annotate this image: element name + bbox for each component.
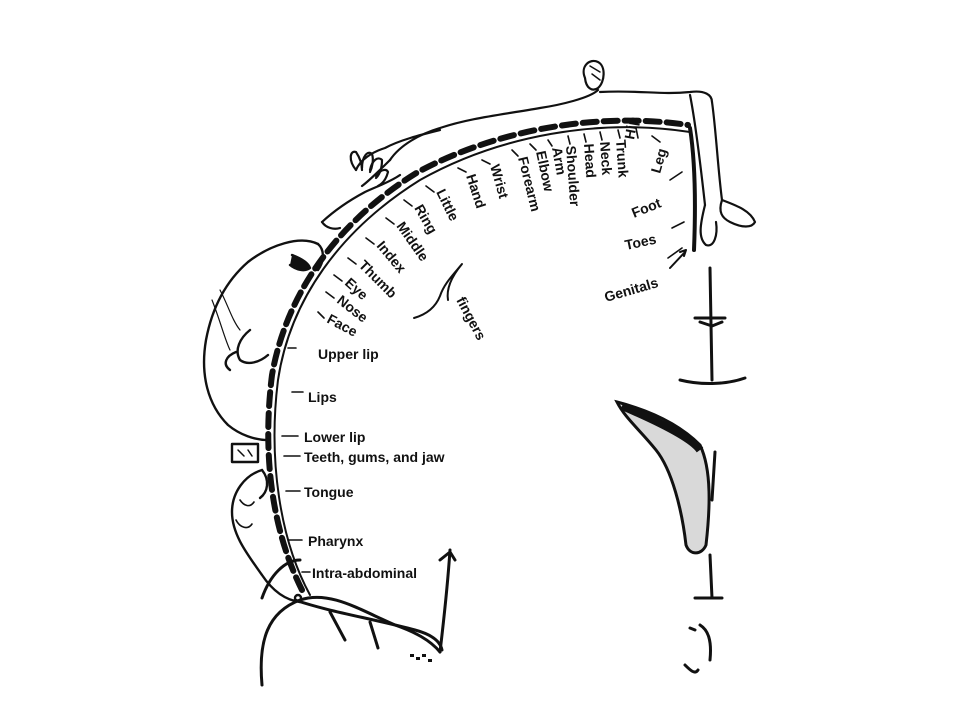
label-teeth: Teeth, gums, and jaw bbox=[304, 449, 445, 465]
label-hip: Hip bbox=[621, 116, 641, 141]
label-toes: Toes bbox=[623, 231, 657, 253]
label-trunk: Trunk bbox=[613, 139, 632, 178]
label-foot: Foot bbox=[629, 194, 663, 220]
label-lower-lip: Lower lip bbox=[304, 429, 365, 445]
label-intra-abdominal: Intra-abdominal bbox=[312, 565, 417, 581]
label-arm: Arm bbox=[549, 146, 570, 176]
label-wrist: Wrist bbox=[487, 162, 512, 200]
genitals-arrow bbox=[669, 249, 687, 269]
label-head: Head bbox=[581, 143, 599, 178]
cortical-strip bbox=[265, 117, 697, 596]
cortex-outline bbox=[259, 548, 457, 687]
label-genitals: Genitals bbox=[602, 274, 660, 305]
homunculus-tongue bbox=[230, 468, 303, 604]
label-pharynx: Pharynx bbox=[308, 533, 363, 549]
fingers-bracket bbox=[413, 263, 463, 319]
label-lips: Lips bbox=[308, 389, 337, 405]
label-upper-lip: Upper lip bbox=[318, 346, 379, 362]
label-shoulder: Shoulder bbox=[563, 145, 583, 207]
homunculus-face bbox=[202, 239, 325, 464]
label-leg: Leg bbox=[648, 146, 670, 174]
left-labels: Upper lip Lips Lower lip Teeth, gums, an… bbox=[304, 346, 445, 581]
label-ticks bbox=[281, 127, 685, 573]
label-tongue: Tongue bbox=[304, 484, 354, 500]
label-neck: Neck bbox=[597, 141, 615, 176]
label-fingers: fingers bbox=[453, 294, 489, 343]
fissure-marks bbox=[410, 654, 432, 662]
label-hand: Hand bbox=[463, 172, 489, 210]
homunculus-body bbox=[320, 59, 757, 247]
ventricle bbox=[614, 399, 711, 555]
radial-labels: Face Nose Eye Thumb Index Middle Ring Li… bbox=[325, 116, 670, 343]
medial-column bbox=[678, 266, 747, 674]
label-little: Little bbox=[433, 186, 462, 223]
